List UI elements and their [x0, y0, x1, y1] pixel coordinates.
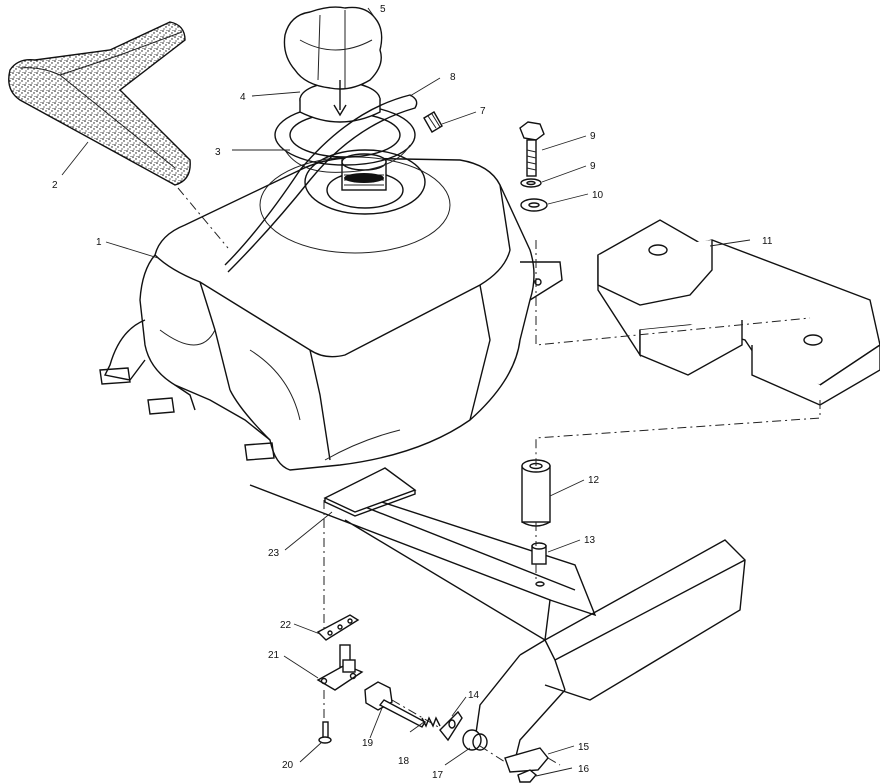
callout-22: 22	[280, 620, 292, 631]
callout-4: 4	[240, 92, 246, 103]
callout-23: 23	[268, 548, 280, 559]
callout-labels: 1 2 3 4 5 6 7 8 9 9 10 11 12 13 14 15 16…	[52, 4, 773, 781]
flat-washer	[520, 198, 548, 212]
callout-17: 17	[432, 770, 444, 781]
callout-11: 11	[762, 236, 773, 247]
callout-2: 2	[52, 180, 58, 191]
valve-washer	[439, 710, 463, 742]
callout-21: 21	[268, 650, 280, 661]
callout-10: 10	[592, 190, 604, 201]
valve-knob	[504, 747, 549, 773]
valve-body	[316, 644, 364, 691]
vent-fitting	[423, 111, 443, 133]
weld-nut	[531, 542, 547, 587]
lock-washer	[520, 178, 542, 188]
callout-1: 1	[96, 237, 102, 248]
callout-9a: 9	[590, 131, 596, 142]
leader-lines	[61, 7, 751, 777]
fuel-cap	[283, 6, 383, 123]
valve-lever	[364, 681, 426, 728]
valve-seal	[462, 729, 488, 751]
callout-7: 7	[480, 106, 486, 117]
frame-rail	[249, 484, 746, 761]
spacer	[521, 459, 551, 527]
fuel-tank	[99, 149, 563, 471]
valve-plate	[316, 614, 360, 641]
alignment-lines	[177, 187, 821, 766]
callout-3: 3	[215, 147, 221, 158]
valve-screw	[318, 721, 332, 744]
knob-screw	[517, 769, 537, 783]
callout-15: 15	[578, 742, 590, 753]
callout-9b: 9	[590, 161, 596, 172]
callout-14: 14	[468, 690, 480, 701]
callout-19: 19	[362, 738, 374, 749]
tank-pad	[323, 467, 417, 517]
callout-8: 8	[450, 72, 456, 83]
callout-13: 13	[584, 535, 596, 546]
seat-foam-pad	[8, 21, 191, 186]
callout-20: 20	[282, 760, 294, 771]
mounting-bolt	[519, 121, 545, 177]
tank-bracket	[597, 219, 880, 406]
valve-spring	[421, 716, 441, 728]
callout-18: 18	[398, 756, 410, 767]
vent-hose	[224, 94, 418, 273]
callout-5: 5	[380, 4, 386, 15]
callout-12: 12	[588, 475, 600, 486]
callout-16: 16	[578, 764, 590, 775]
